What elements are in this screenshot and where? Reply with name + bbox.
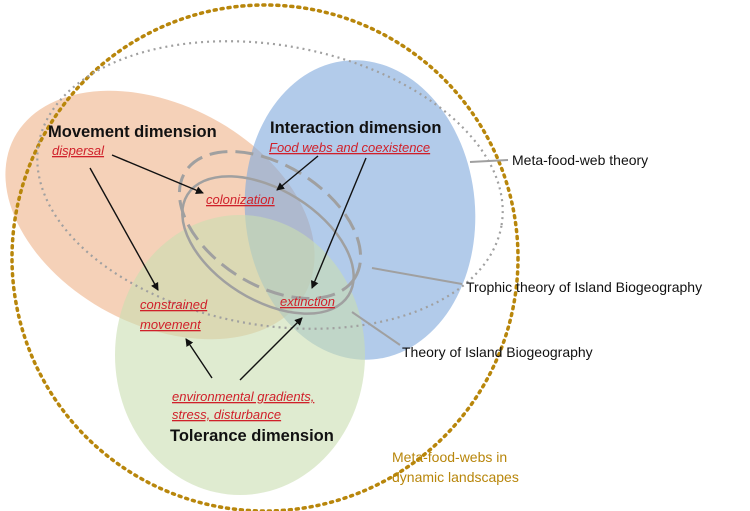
meta-food-web-ellipse <box>36 40 504 330</box>
food-webs-label: Food webs and coexistence <box>269 140 430 155</box>
arrow-env-constrained <box>185 338 213 379</box>
trophic-ib-theory-label: Trophic theory of Island Biogeography <box>466 279 702 295</box>
island-biogeo-leader <box>351 311 401 346</box>
arrow-dispersal-constrained <box>89 167 159 291</box>
stress-disturbance-label: stress, disturbance <box>172 407 281 422</box>
island-biogeo-theory-label: Theory of Island Biogeography <box>402 344 593 360</box>
meta-landscape-label-line1: Meta-food-webs in <box>392 449 507 465</box>
tolerance-ellipse <box>115 215 365 495</box>
island-biogeo-ellipse <box>181 175 355 315</box>
arrow-env-extinction <box>239 317 303 381</box>
extinction-label: extinction <box>280 294 335 309</box>
arrow-dispersal-colonization <box>111 154 204 194</box>
movement-label: movement <box>140 317 202 332</box>
movement-dimension-label: Movement dimension <box>48 123 217 141</box>
meta-landscape-label-line2: dynamic landscapes <box>392 469 519 485</box>
colonization-label: colonization <box>206 192 275 207</box>
meta-landscape-circle <box>10 3 520 511</box>
meta-food-web-theory-label: Meta-food-web theory <box>512 152 648 168</box>
constrained-label: constrained <box>140 297 208 312</box>
meta-food-web-leader <box>469 159 509 163</box>
interaction-dimension-label: Interaction dimension <box>270 119 441 137</box>
trophic-ib-leader <box>371 267 463 285</box>
environmental-gradients-label: environmental gradients, <box>172 389 314 404</box>
dispersal-label: dispersal <box>52 143 105 158</box>
tolerance-dimension-label: Tolerance dimension <box>170 427 334 445</box>
arrow-foodwebs-extinction <box>310 157 367 289</box>
arrow-foodwebs-colonization <box>276 155 319 191</box>
